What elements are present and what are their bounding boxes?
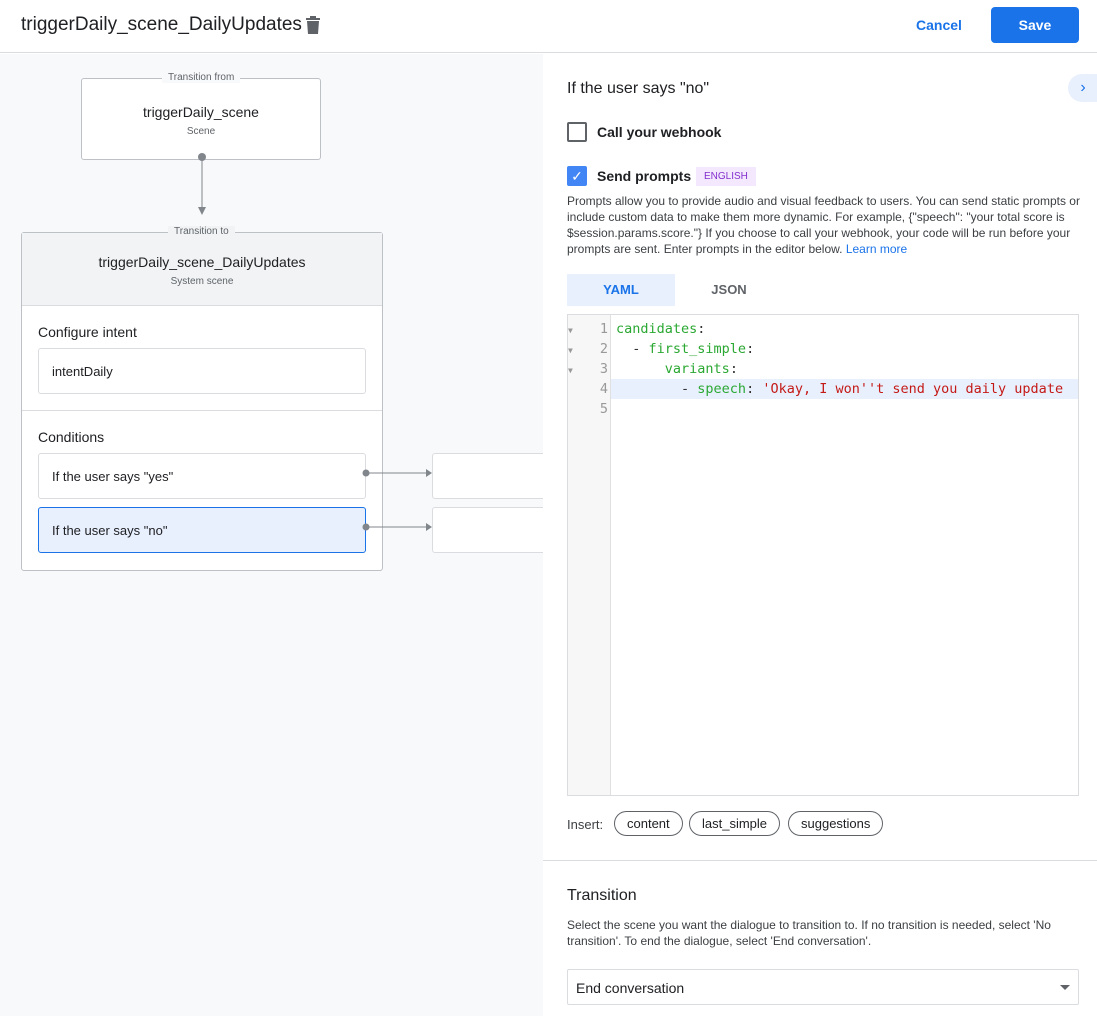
learn-more-link[interactable]: Learn more	[845, 242, 908, 256]
code-line: variants:	[664, 361, 738, 377]
prompts-description: Prompts allow you to provide audio and v…	[567, 193, 1082, 257]
connector-arrow	[198, 153, 206, 215]
tab-json[interactable]: JSON	[711, 282, 747, 297]
no-target-node[interactable]	[432, 507, 543, 553]
page-title: triggerDaily_scene_DailyUpdates	[21, 14, 302, 35]
from-scene-name: triggerDaily_scene	[143, 104, 259, 120]
to-scene-type: System scene	[170, 276, 234, 287]
condition-no[interactable]: If the user says "no"	[38, 507, 366, 553]
panel-heading: If the user says "no"	[567, 80, 710, 97]
code-line	[616, 399, 1078, 419]
line-gutter: ▼ 1 ▼ 2 ▼ 3 4 5	[568, 321, 608, 417]
insert-label: Insert:	[567, 817, 604, 832]
insert-content-chip[interactable]: content	[614, 811, 683, 836]
condition-yes[interactable]: If the user says "yes"	[38, 453, 366, 499]
intent-item[interactable]: intentDaily	[38, 348, 366, 394]
yes-target-node[interactable]	[432, 453, 543, 499]
description-text: Prompts allow you to provide audio and v…	[567, 194, 1080, 256]
tab-yaml[interactable]: YAML	[567, 274, 675, 306]
fold-icon[interactable]: ▼	[568, 366, 578, 375]
save-button[interactable]: Save	[991, 7, 1079, 43]
code-line: candidates:	[616, 321, 706, 337]
transition-from-label: Transition from	[162, 72, 241, 83]
transition-to-label: Transition to	[168, 226, 235, 237]
to-scene-name: triggerDaily_scene_DailyUpdates	[98, 254, 306, 270]
send-prompts-checkbox[interactable]: ✓	[567, 166, 587, 186]
top-bar: triggerDaily_scene_DailyUpdates Cancel S…	[0, 0, 1097, 53]
transition-to-card: Transition to triggerDaily_scene_DailyUp…	[21, 226, 383, 571]
transition-from-card[interactable]: Transition from triggerDaily_scene Scene	[81, 72, 321, 160]
transition-selected-value: End conversation	[576, 980, 685, 996]
configure-intent-heading: Configure intent	[38, 324, 137, 340]
send-prompts-label: Send prompts	[597, 168, 692, 184]
condition-panel: › If the user says "no" Call your webhoo…	[543, 54, 1097, 1016]
code-lines: candidates: - first_simple: variants: - …	[616, 319, 1078, 419]
scene-canvas: Transition from triggerDaily_scene Scene…	[0, 54, 543, 1016]
code-line: - first_simple:	[632, 341, 755, 357]
webhook-checkbox[interactable]	[567, 122, 587, 142]
conditions-heading: Conditions	[38, 429, 105, 445]
transition-select[interactable]: End conversation	[567, 969, 1079, 1005]
fold-icon[interactable]: ▼	[568, 326, 578, 335]
code-line: - speech: 'Okay, I won''t send you daily…	[681, 381, 1064, 397]
transition-heading: Transition	[567, 887, 637, 904]
cancel-button[interactable]: Cancel	[903, 8, 975, 42]
webhook-label: Call your webhook	[597, 124, 722, 140]
language-badge: ENGLISH	[696, 167, 756, 186]
collapse-panel-chevron-icon[interactable]: ›	[1068, 74, 1097, 102]
insert-last-simple-chip[interactable]: last_simple	[689, 811, 781, 836]
code-editor[interactable]: ▼ 1 ▼ 2 ▼ 3 4 5 candidates: - first_simp…	[567, 314, 1079, 796]
insert-suggestions-chip[interactable]: suggestions	[788, 811, 884, 836]
delete-icon[interactable]	[304, 15, 322, 35]
condition-connectors	[362, 469, 432, 531]
from-scene-type: Scene	[186, 126, 216, 137]
transition-description: Select the scene you want the dialogue t…	[567, 918, 1051, 948]
dropdown-arrow-icon	[1060, 985, 1070, 990]
fold-icon[interactable]: ▼	[568, 346, 578, 355]
